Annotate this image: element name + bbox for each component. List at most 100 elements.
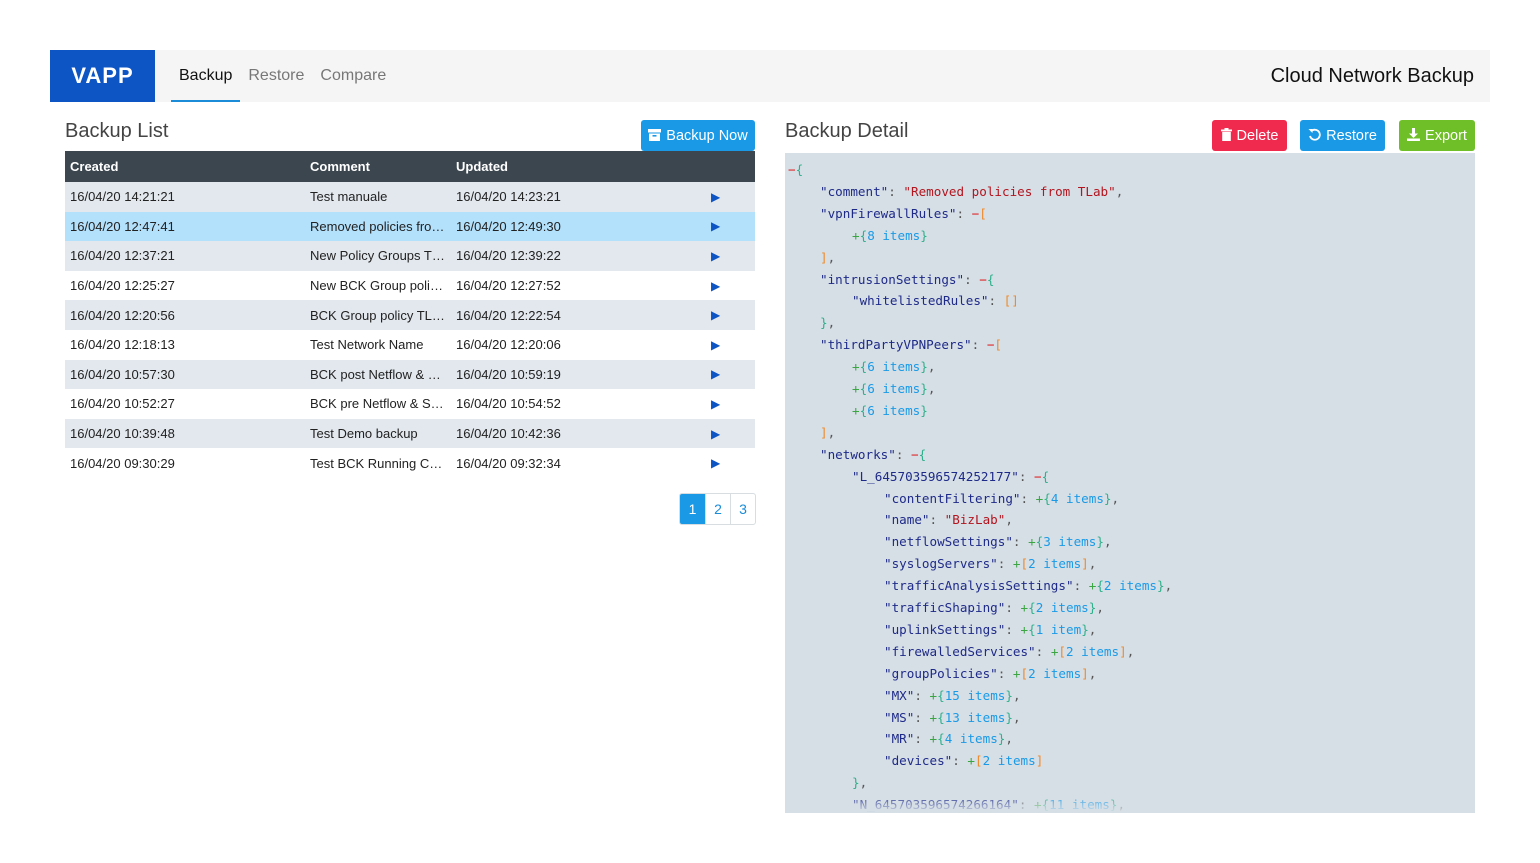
json-line[interactable]: "comment": "Removed policies from TLab", [820,183,1123,201]
tab-backup[interactable]: Backup [171,50,241,102]
play-icon[interactable]: ▶ [711,189,721,204]
json-line[interactable]: "devices": +[2 items] [884,752,1043,770]
json-line[interactable]: "MS": +{13 items}, [884,709,1021,727]
vapp-logo[interactable]: VAPP [50,50,155,102]
delete-button[interactable]: Delete [1212,120,1287,151]
json-token[interactable]: + [929,687,938,703]
json-line[interactable]: +{6 items} [852,402,928,420]
json-token[interactable]: + [1012,665,1021,681]
tab-compare[interactable]: Compare [320,67,387,84]
json-line[interactable]: "vpnFirewallRules": −[ [820,205,987,223]
page-button-2[interactable]: 2 [705,494,730,524]
json-token[interactable]: + [1088,578,1097,594]
play-icon[interactable]: ▶ [711,248,721,263]
json-token: "trafficAnalysisSettings" [884,578,1074,594]
column-header-comment[interactable]: Comment [310,159,370,174]
json-token[interactable]: + [1050,643,1059,659]
json-token[interactable]: − [788,162,796,177]
json-line[interactable]: }, [820,314,835,332]
cell-created: 16/04/20 12:37:21 [70,248,175,264]
json-line[interactable]: "networks": −{ [820,446,926,464]
json-token: , [1088,556,1097,572]
json-line[interactable]: "name": "BizLab", [884,511,1013,529]
json-line[interactable]: "netflowSettings": +{3 items}, [884,533,1112,551]
json-token[interactable]: + [1028,534,1036,550]
json-line[interactable]: "trafficAnalysisSettings": +{2 items}, [884,577,1172,595]
play-icon[interactable]: ▶ [711,426,721,441]
column-header-updated[interactable]: Updated [456,159,508,174]
play-icon[interactable]: ▶ [711,308,721,323]
page-button-3[interactable]: 3 [730,494,755,524]
restore-button[interactable]: Restore [1300,120,1385,151]
export-button[interactable]: Export [1399,120,1475,151]
json-token: , [827,315,836,331]
json-token[interactable]: + [1035,490,1044,506]
json-token[interactable]: − [911,446,919,462]
json-line[interactable]: "uplinkSettings": +{1 item}, [884,621,1096,639]
json-token: { [937,709,945,725]
json-line[interactable]: "groupPolicies": +[2 items], [884,665,1096,683]
json-line[interactable]: "syslogServers": +[2 items], [884,555,1096,573]
json-line[interactable]: "intrusionSettings": −{ [820,271,994,289]
json-line[interactable]: ], [820,249,835,267]
play-icon[interactable]: ▶ [711,396,721,411]
json-token[interactable]: − [979,271,987,287]
json-line[interactable]: +{6 items}, [852,380,935,398]
tab-restore[interactable]: Restore [248,67,305,84]
backup-now-button[interactable]: Backup Now [641,120,755,151]
json-line[interactable]: ], [820,424,835,442]
json-line[interactable]: "MX": +{15 items}, [884,687,1021,705]
json-token[interactable]: + [929,709,938,725]
json-token[interactable]: − [1033,468,1042,484]
json-token[interactable]: − [986,337,995,353]
json-token[interactable]: + [852,359,860,375]
page-button-1[interactable]: 1 [680,494,705,524]
json-token: : [964,271,980,287]
json-token[interactable]: + [967,753,976,769]
json-token[interactable]: + [1012,556,1021,572]
cell-comment: Test BCK Running C… [310,455,443,471]
play-icon[interactable]: ▶ [711,219,721,234]
json-line[interactable]: "whitelistedRules": [] [852,292,1019,310]
cell-created: 16/04/20 10:39:48 [70,426,175,442]
json-token[interactable]: + [1020,600,1029,615]
json-token: } [1096,534,1104,550]
json-viewer[interactable]: −{"comment": "Removed policies from TLab… [785,153,1475,813]
play-icon[interactable]: ▶ [711,278,721,293]
json-line[interactable]: "thirdPartyVPNPeers": −[ [820,336,1002,354]
json-line[interactable]: "L_645703596574252177": −{ [852,468,1049,486]
json-line[interactable]: −{ [788,161,803,179]
json-token[interactable]: − [971,205,980,221]
json-token[interactable]: + [1020,621,1029,637]
json-line[interactable]: "contentFiltering": +{4 items}, [884,490,1119,508]
json-token: , [1088,621,1097,637]
json-line[interactable]: +{8 items} [852,227,928,245]
json-token[interactable]: + [852,402,860,418]
json-token[interactable]: + [852,381,860,396]
play-icon[interactable]: ▶ [711,456,721,471]
play-icon[interactable]: ▶ [711,367,721,382]
json-line[interactable]: }, [852,774,867,792]
json-token: : [914,709,930,725]
trash-icon [1220,128,1232,143]
json-token[interactable]: + [852,227,860,243]
json-line[interactable]: +{6 items}, [852,358,935,376]
json-token: : [997,665,1013,681]
json-line[interactable]: "trafficShaping": +{2 items}, [884,599,1104,617]
json-line[interactable]: "firewalledServices": +[2 items], [884,643,1134,661]
json-line[interactable]: "MR": +{4 items}, [884,730,1013,748]
json-token: 2 items [1066,643,1120,659]
play-icon[interactable]: ▶ [711,337,721,352]
json-token[interactable]: + [929,731,938,747]
column-header-created[interactable]: Created [70,159,119,174]
